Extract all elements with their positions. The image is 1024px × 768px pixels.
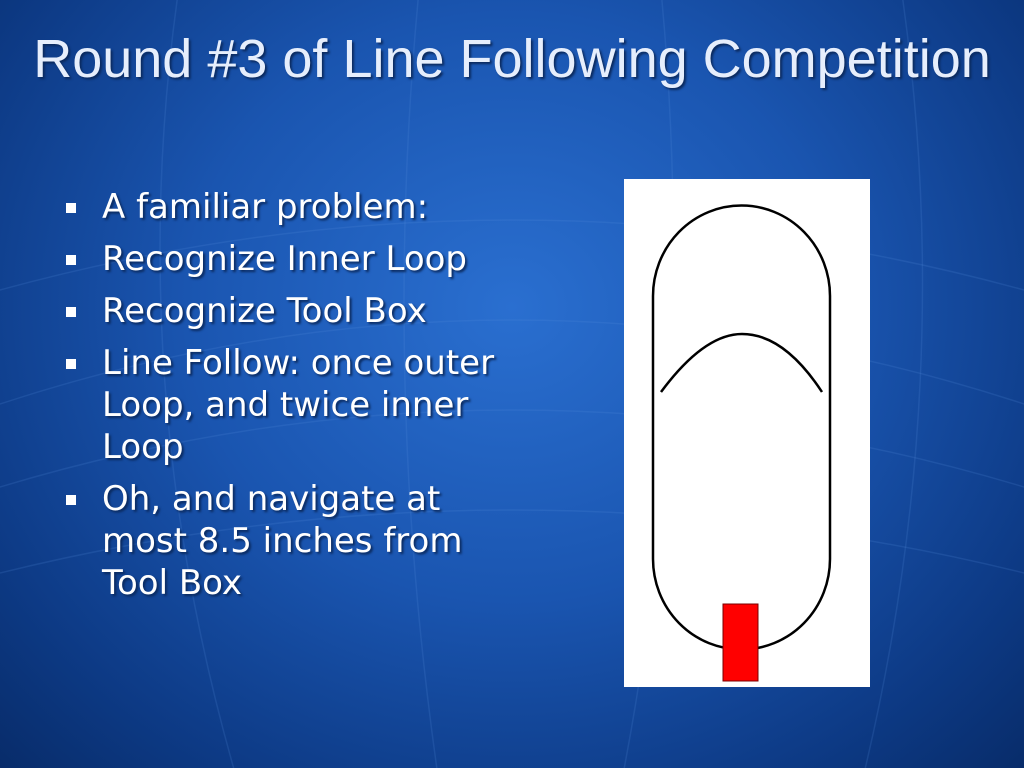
inner-loop-track bbox=[659, 332, 824, 393]
bullet-item: Recognize Tool Box bbox=[62, 290, 532, 332]
bullet-item: A familiar problem: bbox=[62, 186, 532, 228]
bullet-text: Oh, and navigate at most 8.5 inches from… bbox=[102, 479, 463, 603]
square-bullet-icon bbox=[66, 307, 76, 317]
track-svg bbox=[651, 204, 832, 682]
square-bullet-icon bbox=[66, 255, 76, 265]
bullet-text: A familiar problem: bbox=[102, 187, 429, 227]
track-diagram bbox=[624, 179, 870, 687]
bullet-item: Recognize Inner Loop bbox=[62, 238, 532, 280]
outer-loop-track bbox=[651, 204, 832, 651]
tool-box bbox=[722, 603, 759, 682]
bullet-text: Line Follow: once outer Loop, and twice … bbox=[102, 343, 495, 467]
bullet-text: Recognize Inner Loop bbox=[102, 239, 468, 279]
square-bullet-icon bbox=[66, 495, 76, 505]
square-bullet-icon bbox=[66, 359, 76, 369]
bullet-item: Oh, and navigate at most 8.5 inches from… bbox=[62, 478, 532, 604]
square-bullet-icon bbox=[66, 203, 76, 213]
bullet-item: Line Follow: once outer Loop, and twice … bbox=[62, 342, 532, 468]
bullet-list: A familiar problem: Recognize Inner Loop… bbox=[62, 186, 532, 614]
slide-title: Round #3 of Line Following Competition bbox=[33, 29, 991, 89]
bullet-text: Recognize Tool Box bbox=[102, 291, 427, 331]
